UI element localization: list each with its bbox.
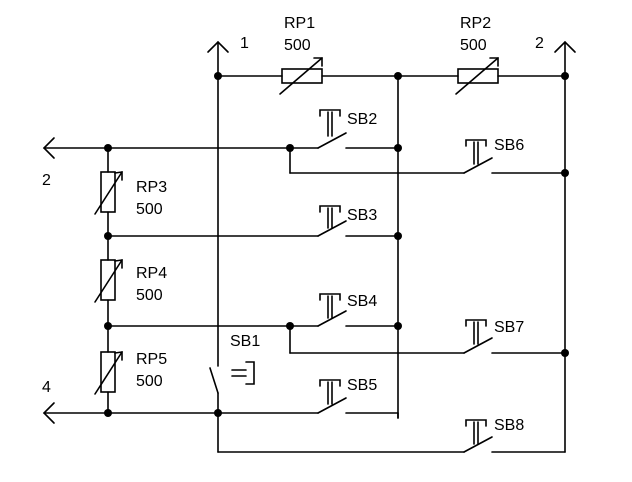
rp3-value: 500: [136, 201, 163, 218]
terminal-1-label: 1: [240, 35, 249, 52]
terminal-4-label: 4: [42, 379, 51, 396]
sb8-label: SB8: [494, 417, 524, 434]
resistor-rp2: [455, 57, 499, 95]
rp4-name: RP4: [136, 265, 167, 282]
rp5-name: RP5: [136, 351, 167, 368]
terminal-1-arrow: [207, 40, 229, 77]
switch-sb8: [463, 419, 493, 453]
resistor-rp4: [94, 259, 123, 303]
resistor-rp5: [94, 351, 123, 395]
sb1-label: SB1: [230, 333, 260, 350]
junction-dots: [104, 72, 569, 417]
sb2-label: SB2: [347, 111, 377, 128]
switch-sb2: [317, 109, 347, 149]
rp4-value: 500: [136, 287, 163, 304]
switch-sb4: [317, 293, 347, 327]
rp5-value: 500: [136, 373, 163, 390]
terminal-4-left-arrow: [42, 402, 109, 424]
switch-sb5: [317, 379, 347, 414]
rp3-name: RP3: [136, 179, 167, 196]
switch-sb6: [463, 139, 493, 174]
switch-sb1: [209, 361, 255, 394]
rp1-value: 500: [284, 37, 311, 54]
terminal-2-left-label: 2: [42, 172, 51, 189]
switch-sb7: [463, 319, 493, 354]
sb4-label: SB4: [347, 293, 377, 310]
terminal-2-top-arrow: [554, 40, 576, 77]
rp2-value: 500: [460, 37, 487, 54]
sb3-label: SB3: [347, 207, 377, 224]
rp2-name: RP2: [460, 15, 491, 32]
sb6-label: SB6: [494, 137, 524, 154]
switch-sb3: [317, 205, 347, 237]
terminal-2-left-arrow: [42, 137, 109, 159]
wiring: [107, 75, 566, 453]
rp1-name: RP1: [284, 15, 315, 32]
resistor-rp1: [279, 57, 323, 95]
resistor-rp3: [94, 171, 123, 215]
sb7-label: SB7: [494, 319, 524, 336]
sb5-label: SB5: [347, 377, 377, 394]
terminal-2-top-label: 2: [535, 35, 544, 52]
